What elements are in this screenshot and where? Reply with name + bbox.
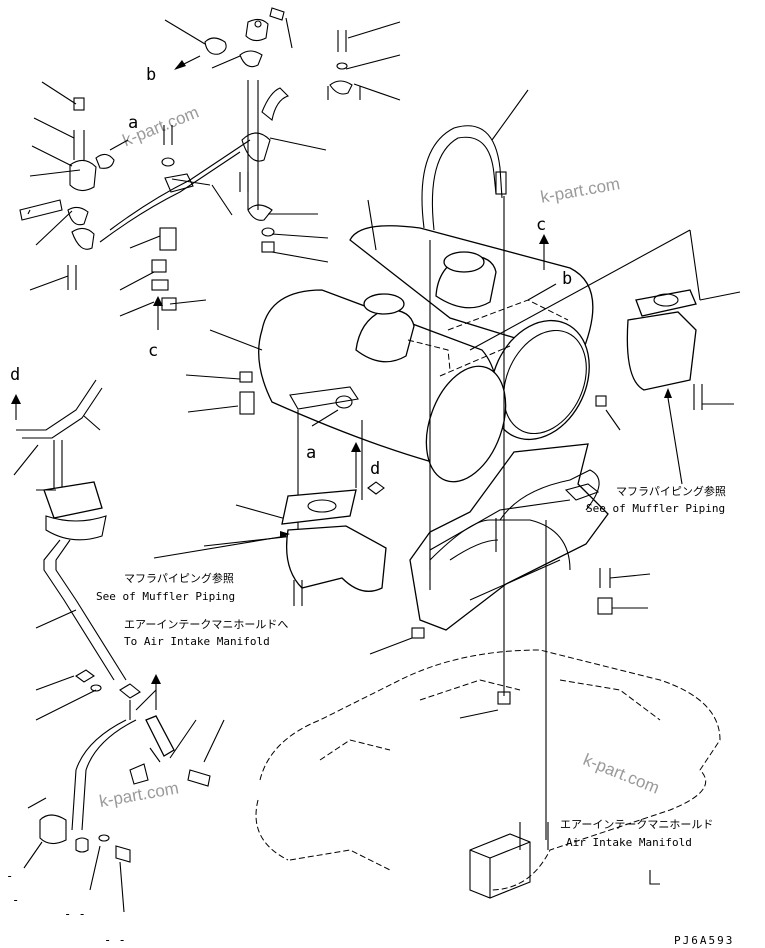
ref-letter-d-center: d <box>370 459 380 479</box>
tick-mark-1: - <box>6 869 13 883</box>
right-elbow-pipe: マフラパイピング参照 See of Muffler Piping <box>586 289 741 515</box>
callout-muffler-piping-right-en: See of Muffler Piping <box>586 502 725 515</box>
left-tube-assembly: d - - - - - - <box>6 365 225 947</box>
callout-to-intake-manifold-jp: エアーインテークマニホールドへ <box>124 618 288 631</box>
callout-muffler-piping-right-jp: マフラパイピング参照 <box>616 484 726 498</box>
center-elbow-pipe: d a マフラパイピング参照 See of Muffler Piping エアー… <box>96 386 387 648</box>
tick-mark-4: - - <box>104 933 126 947</box>
callout-muffler-piping-center-jp: マフラパイピング参照 <box>124 571 234 585</box>
watermark-4: k-part.com <box>98 778 180 811</box>
muffler-assembly: c b <box>185 89 701 840</box>
callout-intake-manifold-jp: エアーインテークマニホールド <box>560 818 713 831</box>
watermark-2: k-part.com <box>539 174 621 207</box>
left-pipe-assembly: b a c <box>19 7 401 361</box>
callout-to-intake-manifold-en: To Air Intake Manifold <box>124 635 270 648</box>
ref-letter-a-top: a <box>128 113 138 133</box>
watermark-3: k-part.com <box>581 750 663 798</box>
ref-letter-b-top: b <box>146 65 156 85</box>
tick-mark-3: - - <box>64 907 86 921</box>
ref-letter-a-center: a <box>306 443 316 463</box>
callout-muffler-piping-center-en: See of Muffler Piping <box>96 590 235 603</box>
drawing-code: PJ6A593 <box>674 934 734 947</box>
tick-mark-2: - <box>12 893 19 907</box>
ref-letter-b-right: b <box>562 269 572 289</box>
ref-letter-c-left: c <box>148 341 158 361</box>
ref-letter-c-right: c <box>536 215 546 235</box>
callout-intake-manifold-en: Air Intake Manifold <box>566 836 692 849</box>
engine-outline: エアーインテークマニホールド Air Intake Manifold <box>255 649 721 899</box>
ref-letter-d-left: d <box>10 365 20 385</box>
